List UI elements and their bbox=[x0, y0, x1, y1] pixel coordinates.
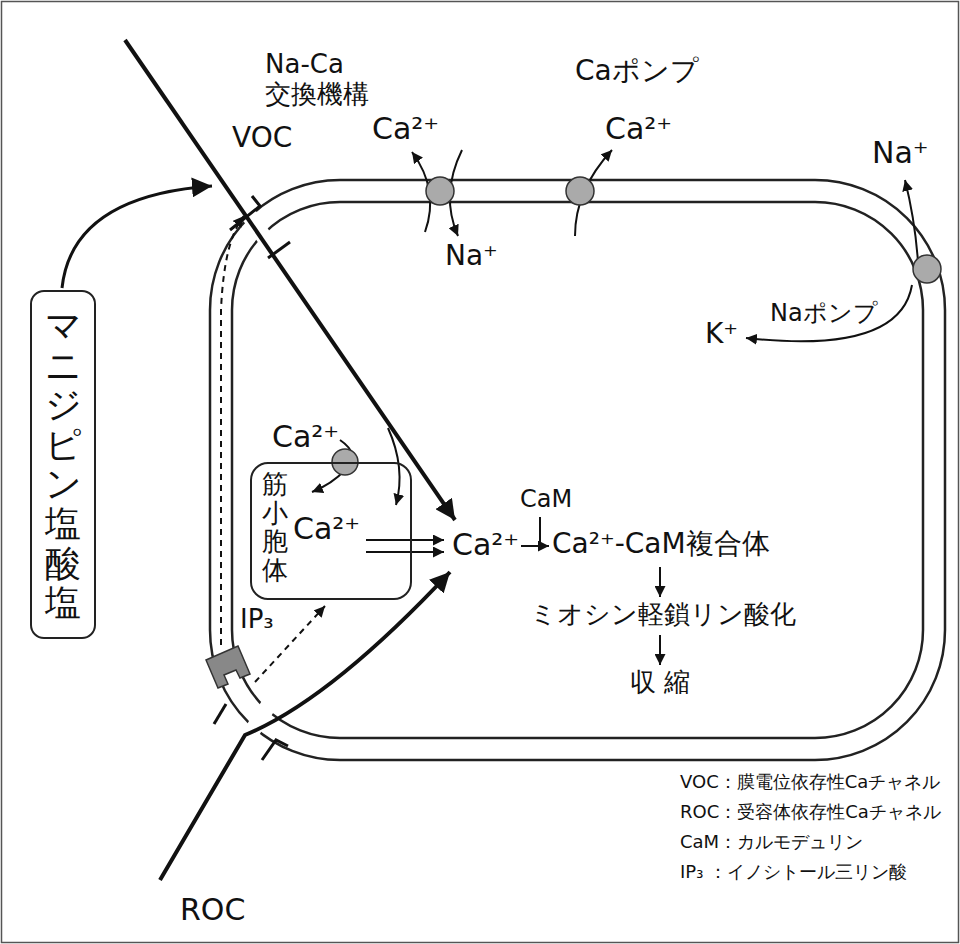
cascade-arrow bbox=[659, 567, 661, 597]
receptor bbox=[206, 646, 250, 688]
abbreviation-note: VOC：膜電位依存性Caチャネル bbox=[680, 772, 940, 793]
channel-gap bbox=[215, 695, 275, 790]
signal-dashed bbox=[221, 216, 244, 645]
organelle-name: 筋小胞体 bbox=[262, 470, 288, 584]
release-arrow bbox=[366, 539, 444, 541]
process-name: 収 縮 bbox=[630, 668, 690, 698]
cascade-arrow bbox=[521, 545, 549, 547]
part-name: Caポンプ bbox=[575, 55, 699, 87]
cam-line bbox=[539, 517, 541, 546]
drug-name: マニジピン塩酸塩 bbox=[45, 306, 81, 623]
release-arrow bbox=[366, 551, 444, 553]
abbreviation-note: CaM：カルモデュリン bbox=[680, 832, 863, 853]
roc-pathway bbox=[160, 572, 450, 880]
voc-pathway bbox=[125, 40, 455, 520]
sarcoplasmic-reticulum: 筋小胞体Ca²⁺ bbox=[250, 462, 412, 600]
process-name: ミオシン軽鎖リン酸化 bbox=[530, 600, 796, 630]
cell-membrane-outer bbox=[210, 180, 945, 760]
channel-name: VOC bbox=[232, 122, 292, 154]
ca-pump bbox=[566, 177, 594, 205]
protein-name: CaM bbox=[520, 486, 572, 514]
messenger-name: IP₃ bbox=[240, 605, 274, 635]
ion-label: Ca²⁺ bbox=[605, 112, 672, 147]
roc-channel bbox=[214, 704, 226, 724]
channel-name: ROC bbox=[180, 893, 245, 928]
abbreviation-note: IP₃ ：イノシトール三リン酸 bbox=[680, 862, 907, 883]
voc-channel bbox=[230, 196, 260, 230]
part-name: Naポンプ bbox=[770, 300, 878, 328]
voc-channel bbox=[268, 242, 290, 258]
cell-membrane-inner bbox=[232, 202, 923, 738]
ion-label: Na⁺ bbox=[872, 136, 929, 171]
ion-label: Ca²⁺ bbox=[372, 112, 439, 147]
ion-arrow bbox=[746, 285, 912, 341]
ion-label: Ca²⁺ bbox=[452, 528, 519, 563]
ion-label: K⁺ bbox=[705, 318, 738, 350]
drug-arrow bbox=[62, 186, 212, 288]
part-name: Na-Ca 交換機構 bbox=[265, 50, 377, 110]
channel-gap bbox=[198, 140, 300, 290]
abbreviation-note: ROC：受容体依存性Caチャネル bbox=[680, 802, 941, 823]
ion-label: Na⁺ bbox=[445, 240, 498, 272]
roc-channel bbox=[262, 740, 288, 760]
ion-arrow bbox=[388, 428, 400, 505]
exchanger bbox=[426, 177, 454, 205]
ion-arrow bbox=[905, 180, 918, 262]
na-pump bbox=[913, 255, 941, 283]
cascade-arrow bbox=[659, 635, 661, 665]
complex-name: Ca²⁺-CaM複合体 bbox=[552, 528, 770, 560]
ion-label: Ca²⁺ bbox=[293, 512, 360, 547]
ion-label: Ca²⁺ bbox=[272, 420, 339, 455]
drug-box: マニジピン塩酸塩 bbox=[30, 290, 96, 639]
